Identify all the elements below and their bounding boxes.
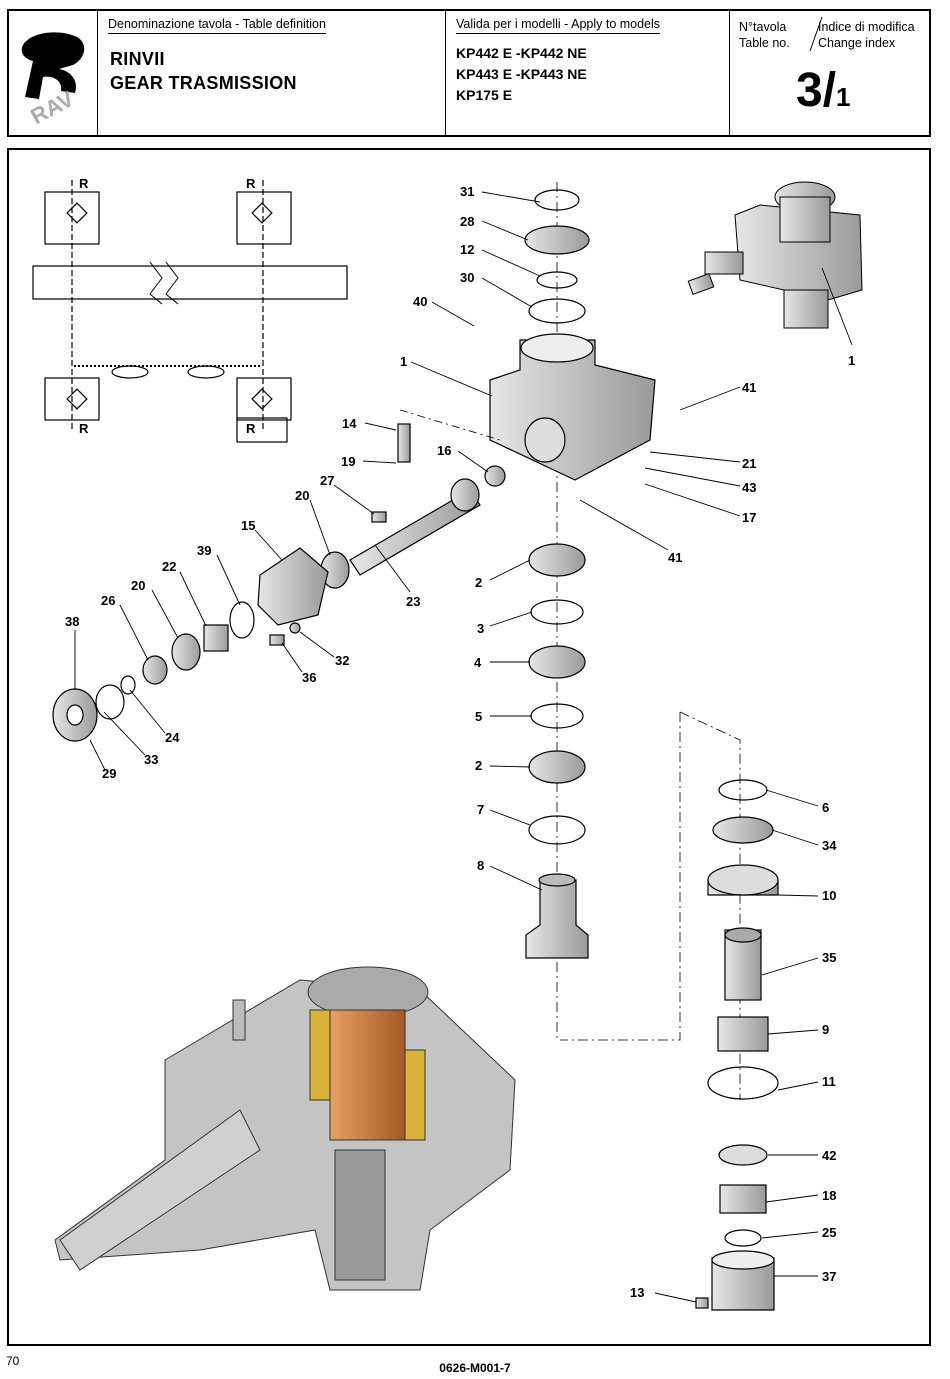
part-label: 17 bbox=[742, 510, 756, 525]
model-line-1: KP442 E -KP442 NE bbox=[456, 45, 587, 61]
part-label: 9 bbox=[822, 1022, 829, 1037]
title-line-1: RINVII bbox=[110, 49, 165, 69]
part-label: 41 bbox=[668, 550, 682, 565]
change-index-label-2: Change index bbox=[818, 36, 896, 50]
part-label: 39 bbox=[197, 543, 211, 558]
part-label: 42 bbox=[822, 1148, 836, 1163]
part-label: 3 bbox=[477, 621, 484, 636]
logo-cell: RAV bbox=[9, 11, 98, 135]
table-number-value: 3/ bbox=[796, 64, 837, 117]
view-marker-r: R bbox=[79, 176, 89, 191]
lower-right-stack bbox=[560, 711, 779, 1311]
part-label: 4 bbox=[474, 655, 482, 670]
part-label: 27 bbox=[320, 473, 334, 488]
model-line-3: KP175 E bbox=[456, 87, 513, 103]
part-label: 15 bbox=[241, 518, 255, 533]
title-cell: Denominazione tavola - Table definition … bbox=[98, 11, 446, 135]
part-label: 35 bbox=[822, 950, 836, 965]
part-label: 22 bbox=[162, 559, 176, 574]
part-label: 24 bbox=[165, 730, 180, 745]
part-label: 2 bbox=[475, 575, 482, 590]
part-label: 20 bbox=[295, 488, 309, 503]
page-number: 70 bbox=[6, 1354, 20, 1368]
part-label: 38 bbox=[65, 614, 79, 629]
part-label: 37 bbox=[822, 1269, 836, 1284]
part-label: 19 bbox=[341, 454, 355, 469]
part-label: 1 bbox=[400, 354, 407, 369]
part-label: 20 bbox=[131, 578, 145, 593]
table-number: 3/1 bbox=[796, 67, 851, 115]
part-label: 7 bbox=[477, 802, 484, 817]
part-label: 36 bbox=[302, 670, 316, 685]
rav-logo: RAV bbox=[21, 32, 85, 129]
part-label: 26 bbox=[101, 593, 115, 608]
part-label: 11 bbox=[822, 1074, 836, 1089]
part-label: 10 bbox=[822, 888, 836, 903]
title-block: RAV Denominazione tavola - Table definit… bbox=[7, 9, 931, 137]
model-line-2: KP443 E -KP443 NE bbox=[456, 66, 587, 82]
part-label: 43 bbox=[742, 480, 756, 495]
table-no-label-2: Table no. bbox=[739, 36, 790, 50]
part-label: 41 bbox=[742, 380, 756, 395]
view-marker-r: R bbox=[246, 421, 256, 436]
part-label: 25 bbox=[822, 1225, 836, 1240]
part-label: 40 bbox=[413, 294, 427, 309]
part-label: 2 bbox=[475, 758, 482, 773]
part-label: 23 bbox=[406, 594, 420, 609]
part-label: 18 bbox=[822, 1188, 836, 1203]
view-markers: R R R R bbox=[79, 176, 256, 436]
part-label: 8 bbox=[477, 858, 484, 873]
document-code: 0626-M001-7 bbox=[439, 1361, 511, 1375]
cutaway-view bbox=[54, 966, 516, 1291]
part-label: 14 bbox=[342, 416, 357, 431]
part-label: 6 bbox=[822, 800, 829, 815]
part-label: 28 bbox=[460, 214, 474, 229]
part-label: 34 bbox=[822, 838, 837, 853]
slash-divider bbox=[809, 16, 823, 52]
change-index-label-1: Indice di modifica bbox=[818, 20, 915, 34]
part-label: 1 bbox=[848, 353, 855, 368]
part-label: 31 bbox=[460, 184, 474, 199]
part-label: 30 bbox=[460, 270, 474, 285]
view-marker-r: R bbox=[246, 176, 256, 191]
part-label: 5 bbox=[475, 709, 482, 724]
table-definition-label: Denominazione tavola - Table definition bbox=[108, 17, 326, 34]
part-labels: 31 28 12 30 40 1 41 14 16 19 21 43 17 27… bbox=[65, 184, 855, 1300]
housing-stack bbox=[489, 182, 656, 1040]
leader-lines bbox=[74, 191, 853, 1303]
part-label: 29 bbox=[102, 766, 116, 781]
schematic-view bbox=[32, 180, 348, 443]
table-no-label-1: N°tavola bbox=[739, 20, 787, 34]
models-label: Valida per i modelli - Apply to models bbox=[456, 17, 661, 34]
part-label: 21 bbox=[742, 456, 756, 471]
view-marker-r: R bbox=[79, 421, 89, 436]
part-label: 16 bbox=[437, 443, 451, 458]
part-label: 32 bbox=[335, 653, 349, 668]
change-index-value: 1 bbox=[836, 82, 851, 112]
part-label: 13 bbox=[630, 1285, 644, 1300]
drawing-frame bbox=[7, 148, 931, 1346]
part-label: 33 bbox=[144, 752, 158, 767]
shaft-assembly bbox=[52, 409, 506, 742]
index-cell: N°tavola Table no. Indice di modifica Ch… bbox=[730, 11, 929, 135]
models-cell: Valida per i modelli - Apply to models K… bbox=[446, 11, 730, 135]
title-line-2: GEAR TRASMISSION bbox=[110, 73, 297, 93]
assembled-gearbox bbox=[687, 181, 863, 329]
part-label: 12 bbox=[460, 242, 474, 257]
